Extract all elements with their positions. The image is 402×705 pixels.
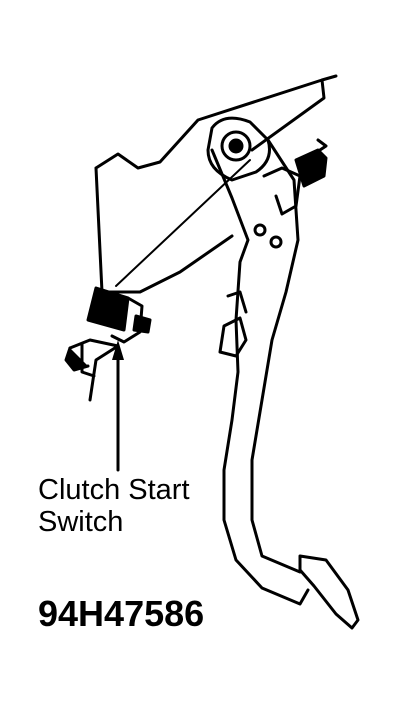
bracket-edge [115, 159, 251, 287]
callout-label-line2: Switch [38, 506, 124, 538]
switch-nut [132, 314, 152, 334]
pedal-arm [210, 138, 310, 606]
adjuster-bracket [262, 166, 302, 216]
pedal-stop [218, 316, 248, 358]
pedal-hole-2 [269, 235, 283, 249]
pivot-housing [206, 116, 271, 182]
callout-arrowhead [112, 340, 124, 360]
pedal-pivot [220, 130, 252, 162]
clutch-start-switch [86, 286, 130, 332]
figure-id: 94H47586 [38, 593, 205, 634]
mounting-bracket [94, 74, 338, 294]
pedal-pad [298, 554, 360, 630]
adjuster-bolt [294, 148, 328, 188]
pedal-hole-1 [253, 223, 267, 237]
callout-label-line1: Clutch Start [38, 474, 190, 506]
